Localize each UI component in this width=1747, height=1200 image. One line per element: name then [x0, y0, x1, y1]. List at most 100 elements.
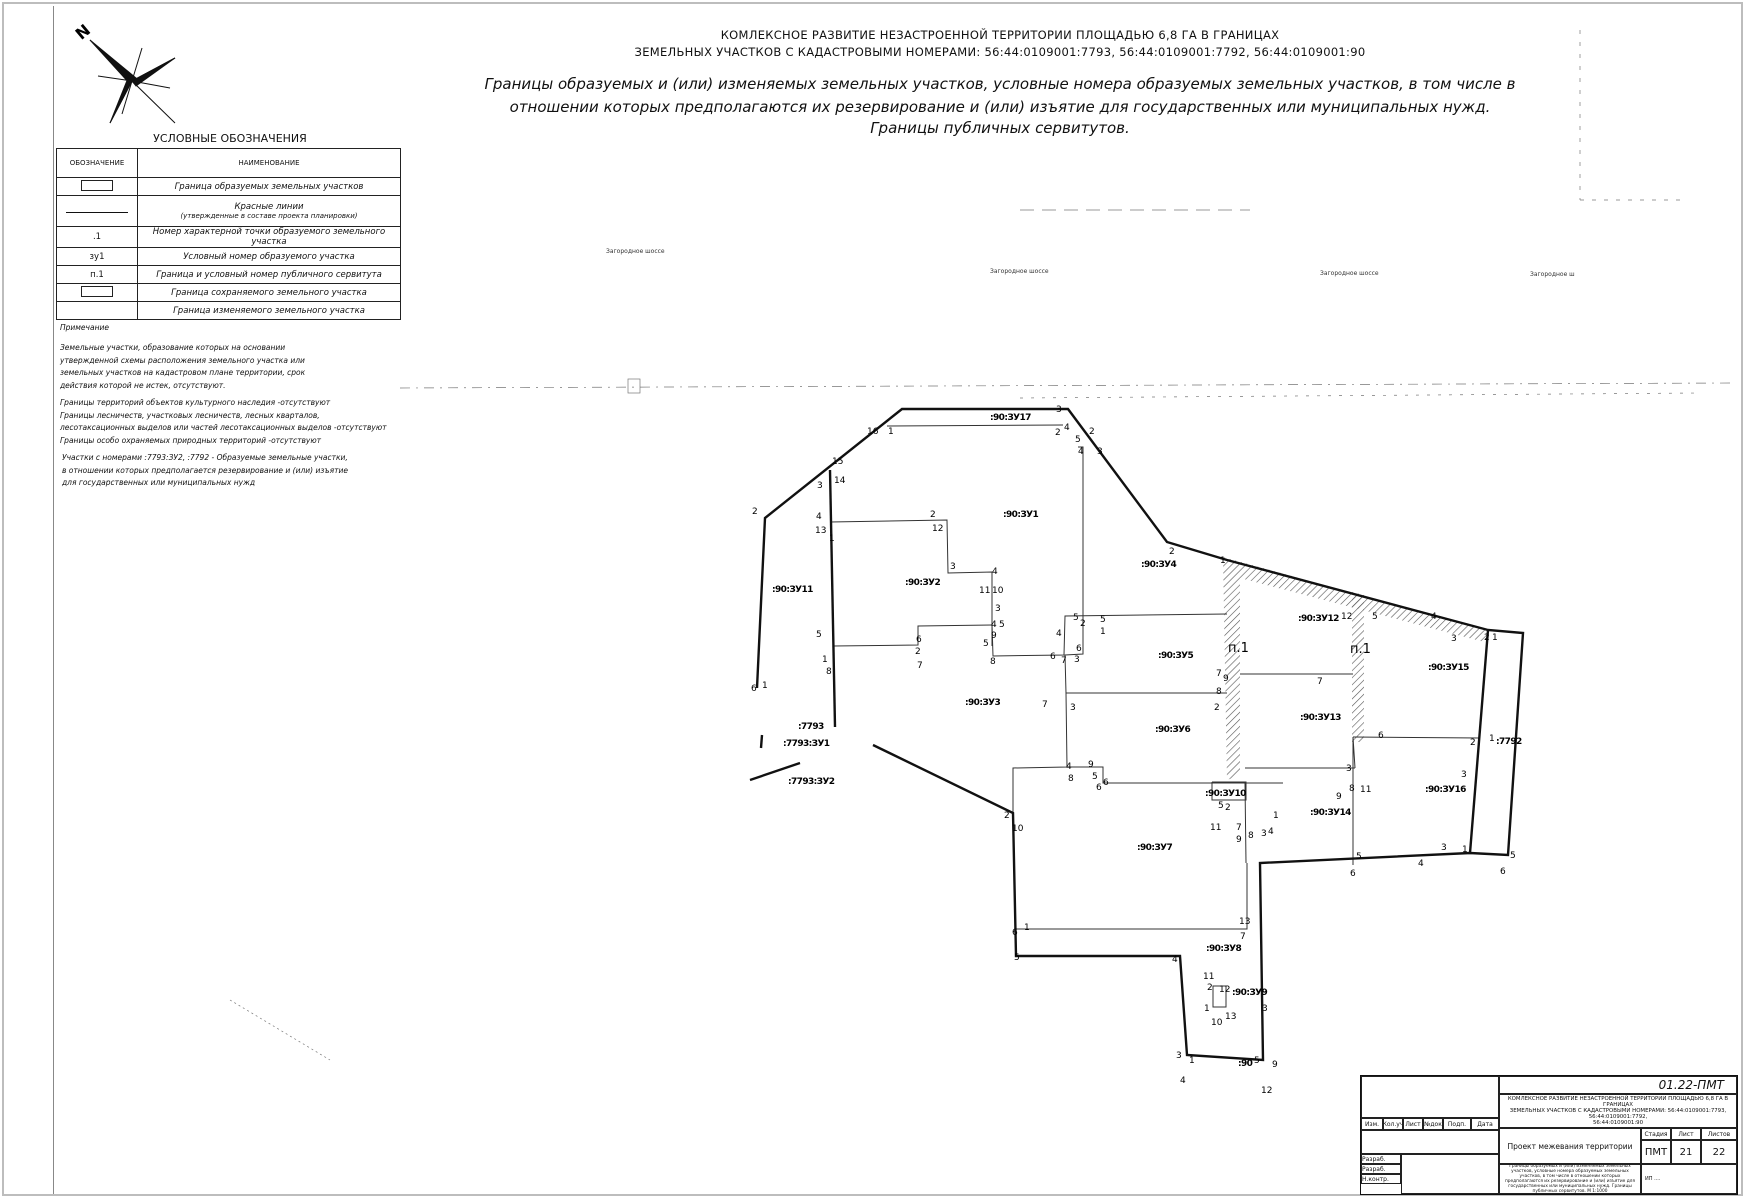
point-number: 3 [950, 562, 956, 572]
point-number: 1 [1462, 845, 1468, 855]
tb-col: Подп. [1443, 1118, 1471, 1130]
parcel-label: :90:ЗУ15 [1428, 663, 1469, 673]
point-number: 5 [983, 639, 989, 649]
point-number: 12 [1261, 1086, 1272, 1096]
point-number: 7 [1061, 656, 1067, 666]
note-line: лесотаксационных выделов или частей лесо… [60, 423, 387, 432]
point-number: 10 [1012, 824, 1024, 834]
point-number: 6 [1103, 778, 1109, 788]
point-number: 3 [1262, 1004, 1268, 1014]
note-line: утвержденной схемы расположения земельно… [60, 355, 305, 365]
signature-grid [1361, 1130, 1499, 1154]
legend-row-subname: (утвержденные в составе проекта планиров… [180, 212, 358, 220]
stage-value: ПМТ [1641, 1140, 1671, 1164]
point-number: 1 [822, 655, 828, 665]
point-number: 5 [1510, 851, 1516, 861]
road-label: Загородное шоссе [990, 268, 1049, 275]
point-number: 9 [1272, 1060, 1278, 1070]
point-number: 4 [1064, 423, 1070, 433]
point-number: 1 [1220, 556, 1226, 566]
parcel-label: :90:ЗУ2 [905, 578, 940, 588]
point-number: 1 [762, 681, 768, 691]
point-number: 2 [915, 647, 921, 657]
note-line: Границы лесничеств, участковых лесничест… [60, 410, 320, 420]
point-number: 16 [867, 427, 879, 437]
point-number: 2 [1207, 983, 1213, 993]
drawing-code: 01.22-ПМТ [1499, 1076, 1737, 1094]
legend-row-name: Красные линии [234, 202, 304, 212]
point-number: 2 [752, 507, 758, 517]
title-line-2: ЗЕМЕЛЬНЫХ УЧАСТКОВ С КАДАСТРОВЫМИ НОМЕРА… [634, 45, 1366, 59]
title-line-1: КОМЛЕКСНОЕ РАЗВИТИЕ НЕЗАСТРОЕННОЙ ТЕРРИТ… [720, 28, 1280, 42]
signature-cells [1401, 1154, 1499, 1194]
point-number: 5 [1092, 772, 1098, 782]
point-number: 3 [1074, 655, 1080, 665]
tb-row-label: Разраб. [1361, 1164, 1401, 1174]
road-label: Загородное шоссе [606, 248, 665, 255]
parcel-label: :90:ЗУ1 [1003, 510, 1038, 520]
point-number: 2 [1225, 803, 1231, 813]
point-number: 3 [1097, 447, 1103, 457]
project-name-line: 56:44:0109001:90 [1592, 1120, 1644, 1126]
red-line-symbol [66, 212, 128, 213]
point-number: 8 [1068, 774, 1074, 784]
point-number: 9 [1088, 760, 1094, 770]
point-number: 7 [917, 661, 923, 671]
point-number: 3 [1461, 770, 1467, 780]
point-number: 3 [1176, 1051, 1182, 1061]
note-line: для государственных или муниципальных ну… [62, 478, 256, 487]
document-title: Проект межевания территории [1499, 1128, 1641, 1164]
point-number: 6 [1096, 783, 1102, 793]
point-number: 3 [1070, 703, 1076, 713]
legend-col-name: НАИМЕНОВАНИЕ [137, 148, 401, 178]
parcel-label: :90:ЗУ6 [1155, 725, 1190, 735]
parcel-label: :90:ЗУ7 [1137, 843, 1172, 853]
sheet-value: 21 [1671, 1140, 1701, 1164]
point-number: 11 [1203, 972, 1214, 982]
point-number: 5 [1014, 953, 1020, 963]
point-number: 11 [1360, 785, 1371, 795]
note-line: Границы особо охраняемых природных терри… [60, 435, 322, 445]
parcel-label: :90:ЗУ12 [1298, 614, 1339, 624]
notes-paragraph-1: Земельные участки, образование которых н… [60, 342, 305, 392]
notes-paragraph-3: Участки с номерами :7793:ЗУ2, :7792 - Об… [62, 452, 348, 490]
sheets-label: Листов [1701, 1128, 1737, 1140]
point-number: 8 [1216, 687, 1222, 697]
point-number: 1 [1100, 627, 1106, 637]
point-number: 6 [916, 635, 922, 645]
point-number: 7 [1236, 823, 1242, 833]
point-number: 3 [995, 604, 1001, 614]
subtitle-line-1: Границы образуемых и (или) изменяемых зе… [484, 75, 1516, 93]
point-number: 4 [1268, 827, 1274, 837]
point-number: 5 [1100, 615, 1106, 625]
point-number: 2 [1484, 633, 1490, 643]
servitude-label: п.1 [1350, 642, 1371, 657]
project-name-line: ЗЕМЕЛЬНЫХ УЧАСТКОВ С КАДАСТРОВЫМИ НОМЕРА… [1509, 1108, 1727, 1120]
point-number: 7 [1216, 669, 1222, 679]
point-number: 4 [1180, 1076, 1186, 1086]
point-number: 1 [888, 427, 894, 437]
point-number: 12 [1341, 612, 1352, 622]
sheets-value: 22 [1701, 1140, 1737, 1164]
servitude-label: п.1 [1228, 641, 1249, 656]
point-number: 4 [1172, 955, 1178, 965]
tb-col: Изм. [1361, 1118, 1383, 1130]
road-label: Загородное шоссе [1320, 270, 1379, 277]
point-number: 4 [1056, 629, 1062, 639]
point-number: 6 [1378, 731, 1384, 741]
point-number: 7 [1042, 700, 1048, 710]
point-number: 9 [991, 631, 997, 641]
point-number: 1 [1024, 923, 1030, 933]
tb-col: Лист [1403, 1118, 1423, 1130]
parcel-label: :90:ЗУ11 [772, 585, 813, 595]
tb-col: №док [1423, 1118, 1443, 1130]
point-number: 11 [1210, 823, 1221, 833]
parcel-label: :90:ЗУ9 [1232, 988, 1267, 998]
parcel-label: :90:ЗУ14 [1310, 808, 1351, 818]
point-number: 4 [816, 512, 822, 522]
notes-heading: Примечание [60, 323, 109, 332]
point-number: 1 [1492, 633, 1498, 643]
